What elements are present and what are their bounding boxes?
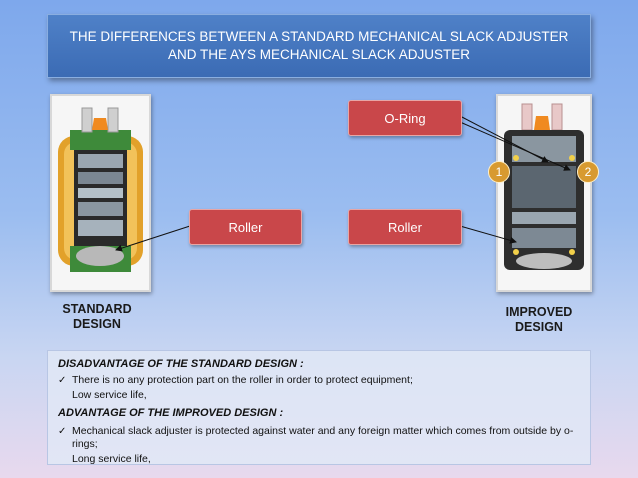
- disadvantage-item: ✓ There is no any protection part on the…: [58, 374, 580, 387]
- improved-design-image: [496, 94, 592, 292]
- advantage-heading: ADVANTAGE OF THE IMPROVED DESIGN :: [58, 407, 284, 419]
- badge-1-text: 1: [495, 165, 503, 179]
- badge-1: 1: [488, 161, 510, 183]
- standard-design-image: [50, 94, 151, 292]
- badge-2-text: 2: [584, 165, 592, 179]
- roller-left-label-text: Roller: [228, 219, 263, 235]
- disadvantage-item-text: There is no any protection part on the r…: [72, 374, 413, 386]
- advantage-item-text: Mechanical slack adjuster is protected a…: [72, 425, 574, 450]
- standard-design-caption: STANDARD DESIGN: [52, 302, 142, 332]
- advantage-item: ✓ Mechanical slack adjuster is protected…: [58, 425, 580, 451]
- check-icon: ✓: [58, 375, 67, 386]
- roller-left-label: Roller: [189, 209, 302, 245]
- check-icon: ✓: [58, 426, 67, 437]
- disadvantage-heading: DISADVANTAGE OF THE STANDARD DESIGN :: [58, 358, 304, 370]
- improved-adjuster-drawing: [498, 96, 590, 290]
- improved-design-caption-text: IMPROVED DESIGN: [505, 305, 573, 334]
- roller-right-label: Roller: [348, 209, 462, 245]
- oring-label-text: O-Ring: [384, 110, 426, 126]
- design-comparison-notes: DISADVANTAGE OF THE STANDARD DESIGN : ✓ …: [47, 350, 591, 465]
- standard-adjuster-drawing: [52, 96, 149, 290]
- advantage-sub: Long service life,: [72, 453, 151, 465]
- slide-title-text: THE DIFFERENCES BETWEEN A STANDARD MECHA…: [69, 29, 569, 62]
- badge-2: 2: [577, 161, 599, 183]
- oring-label: O-Ring: [348, 100, 462, 136]
- disadvantage-sub: Low service life,: [72, 389, 147, 401]
- standard-design-caption-text: STANDARD DESIGN: [62, 302, 132, 331]
- roller-right-label-text: Roller: [388, 219, 422, 235]
- improved-design-caption: IMPROVED DESIGN: [494, 305, 584, 335]
- slide-title: THE DIFFERENCES BETWEEN A STANDARD MECHA…: [47, 14, 591, 78]
